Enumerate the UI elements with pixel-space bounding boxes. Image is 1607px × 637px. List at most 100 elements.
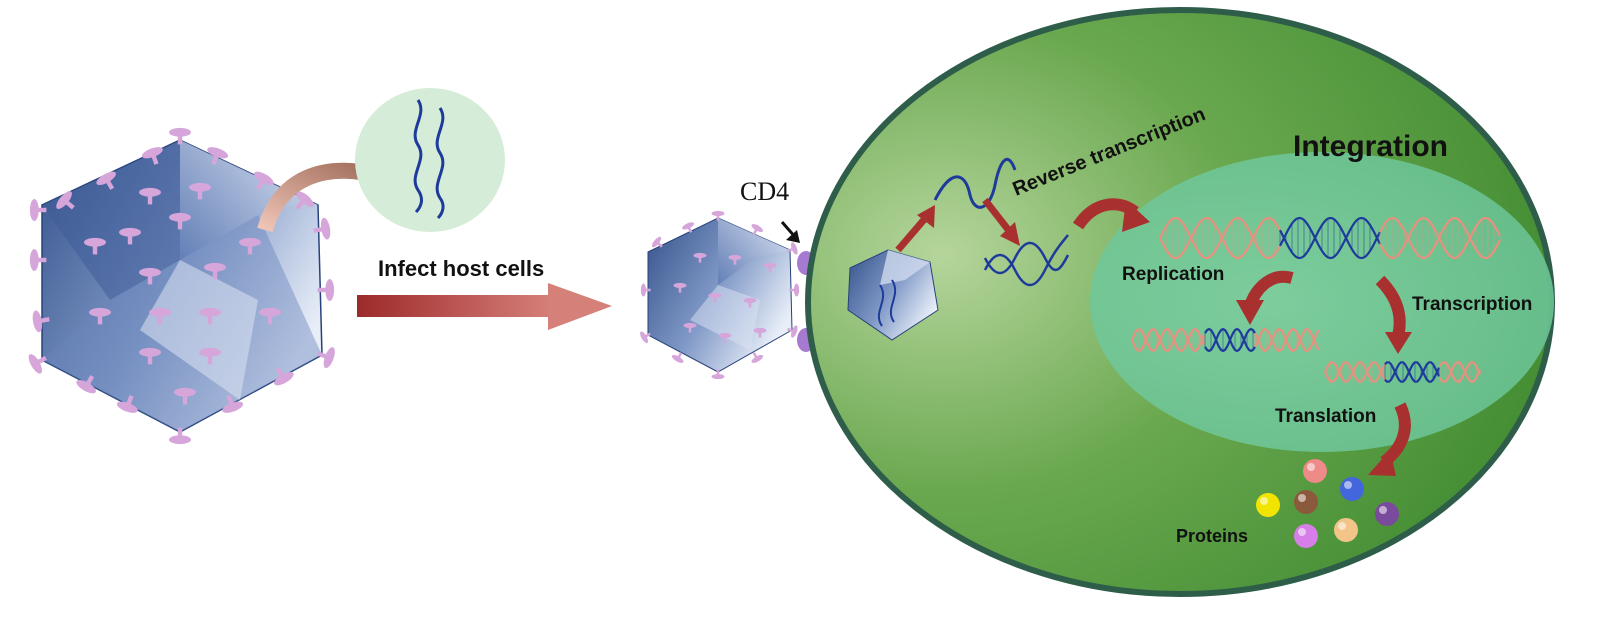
spike-protein [743, 297, 757, 308]
spike-protein [789, 283, 800, 297]
spike-protein [751, 352, 764, 363]
spike-protein [174, 387, 196, 405]
spike-protein [96, 171, 116, 190]
replicated-dna [1130, 327, 1320, 353]
infect-arrow [357, 283, 612, 330]
spike-protein [693, 252, 707, 263]
nucleus [1090, 152, 1554, 452]
spike-protein [28, 354, 47, 374]
transcription-label: Transcription [1412, 294, 1532, 315]
integration-arrow-head [1122, 200, 1150, 232]
spike-protein [141, 147, 163, 165]
protein-dot-highlight [1298, 528, 1306, 536]
infect-label: Infect host cells [378, 256, 544, 281]
spike-protein [254, 171, 274, 190]
spike-protein [139, 267, 161, 285]
protein-dots [1256, 459, 1399, 548]
spike-protein [119, 227, 141, 245]
spike-proteins [28, 127, 335, 445]
transcription-arrow-head [1385, 332, 1412, 354]
spike-protein [711, 369, 725, 380]
spike-protein [89, 307, 111, 325]
spike-protein [207, 147, 229, 165]
virion-small [640, 210, 815, 380]
spike-protein [683, 322, 697, 333]
spike-protein [139, 187, 161, 205]
protein-dot-pink [1303, 459, 1327, 483]
spike-protein [189, 182, 211, 200]
uncoating-arrow [895, 212, 931, 253]
reverse-transcription-arrow-head [1000, 222, 1020, 246]
spike-protein [169, 127, 191, 145]
viral-rna-icon [413, 99, 445, 220]
spike-protein [169, 427, 191, 445]
spike-protein [169, 212, 191, 230]
spike-protein [640, 331, 651, 344]
viral-rna-strand [933, 157, 1017, 209]
spike-protein [317, 279, 335, 301]
protein-dot-highlight [1298, 494, 1306, 502]
protein-dot-highlight [1260, 497, 1268, 505]
spike-protein [787, 325, 798, 338]
spike-protein [640, 283, 651, 297]
protein-dot-highlight [1379, 506, 1387, 514]
spike-protein [274, 367, 294, 386]
viral-rna-bubble [355, 88, 505, 232]
spike-protein [682, 222, 695, 233]
protein-dot-peach [1334, 518, 1358, 542]
replication-label: Replication [1122, 264, 1224, 285]
spike-protein [295, 191, 314, 210]
protein-dot-highlight [1344, 481, 1352, 489]
protein-dot-violet [1294, 524, 1318, 548]
spike-protein [753, 327, 767, 338]
spike-protein [317, 347, 335, 369]
spike-protein [787, 242, 798, 255]
spike-proteins [640, 210, 800, 380]
replication-arrow-head [1236, 300, 1264, 325]
cd4-pointer-arrow [780, 221, 800, 243]
spike-protein [239, 237, 261, 255]
translation-label: Translation [1275, 406, 1376, 427]
spike-protein [651, 236, 663, 248]
protein-dot-highlight [1307, 463, 1315, 471]
uncoating-arrow-head [917, 205, 935, 228]
spike-protein [199, 347, 221, 365]
spike-protein [149, 307, 171, 325]
protein-dot-yellow [1256, 493, 1280, 517]
spike-protein [259, 307, 281, 325]
integrated-provirus-dna [1159, 216, 1501, 260]
spike-protein [222, 395, 244, 413]
virion-large [28, 127, 335, 445]
spike-protein [718, 332, 732, 343]
capsid-core [847, 249, 939, 341]
cd4-label: CD4 [740, 177, 789, 206]
translation-arrow-head [1368, 450, 1396, 476]
protein-dot-blue [1340, 477, 1364, 501]
proteins-label: Proteins [1176, 526, 1248, 546]
protein-dot-brown [1294, 490, 1318, 514]
spike-protein [728, 254, 742, 265]
spike-protein [32, 310, 50, 333]
transcribed-rna [1324, 360, 1482, 384]
spike-protein [708, 292, 722, 303]
spike-protein [204, 262, 226, 280]
spike-protein [763, 262, 777, 273]
spike-protein [84, 237, 106, 255]
protein-dot-purple [1375, 502, 1399, 526]
spike-protein [56, 191, 75, 210]
spike-protein [313, 217, 331, 240]
protein-dot-highlight [1338, 522, 1346, 530]
spike-protein [673, 282, 687, 293]
spike-protein [116, 395, 138, 413]
spike-protein [711, 210, 725, 221]
viral-dna-double-strand [983, 234, 1070, 287]
spike-protein [76, 375, 96, 394]
spike-protein [139, 347, 161, 365]
spike-protein [29, 249, 47, 271]
reverse-transcription-arrow [982, 197, 1013, 235]
spike-protein [751, 224, 764, 235]
transcription-arrow [1375, 275, 1406, 338]
spike-protein [199, 307, 221, 325]
